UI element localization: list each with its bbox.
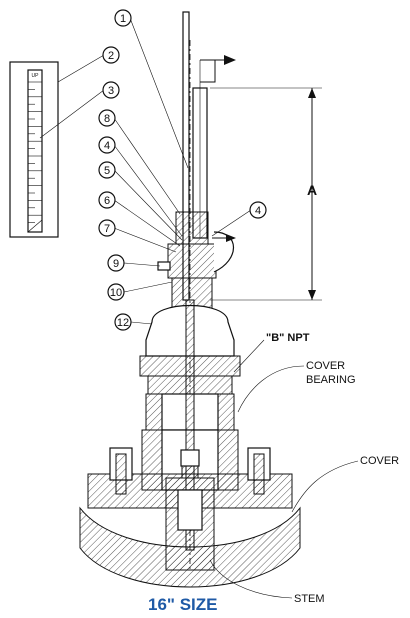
callouts: 1 2 3 8 4 5 6 7 9 10 12 4: [39, 9, 267, 331]
cover-bearing-label-1: COVER: [306, 360, 345, 372]
callout-6: [98, 191, 116, 209]
svg-text:4: 4: [104, 140, 110, 152]
dimension-label: A: [307, 182, 317, 198]
svg-text:10: 10: [110, 287, 122, 299]
svg-text:3: 3: [108, 85, 114, 97]
gauge-text: UP: [32, 73, 40, 79]
svg-text:6: 6: [104, 195, 110, 207]
svg-text:5: 5: [104, 165, 110, 177]
svg-text:1: 1: [120, 13, 126, 25]
cover-bearing-label-2: BEARING: [306, 374, 356, 386]
cover-label: COVER: [360, 455, 399, 467]
svg-text:12: 12: [117, 317, 129, 329]
callout-7: [98, 219, 116, 237]
svg-text:9: 9: [113, 258, 119, 270]
svg-text:7: 7: [104, 223, 110, 235]
dimension-a: A: [210, 87, 322, 301]
cover-flange: [79, 447, 301, 588]
stem-label: STEM: [294, 593, 325, 605]
side-labels: "B" NPT COVER BEARING COVER STEM: [209, 332, 399, 605]
callout-2: [102, 46, 120, 64]
callout-8: [98, 109, 116, 127]
npt-label: "B" NPT: [266, 332, 310, 344]
callout-4-right: [249, 201, 267, 219]
callout-9: [107, 254, 125, 272]
callout-5: [98, 161, 116, 179]
svg-text:4: 4: [255, 205, 261, 217]
packing-gland: [157, 211, 236, 309]
svg-text:8: 8: [104, 113, 110, 125]
figure-title: 16" SIZE: [148, 595, 217, 614]
callout-4-left: [98, 136, 116, 154]
position-indicator-gauge: UP: [9, 61, 59, 238]
callout-3: [102, 81, 120, 99]
callout-1: [114, 9, 132, 27]
svg-text:2: 2: [108, 50, 114, 62]
callout-10: [107, 283, 125, 301]
callout-12: [114, 313, 132, 331]
